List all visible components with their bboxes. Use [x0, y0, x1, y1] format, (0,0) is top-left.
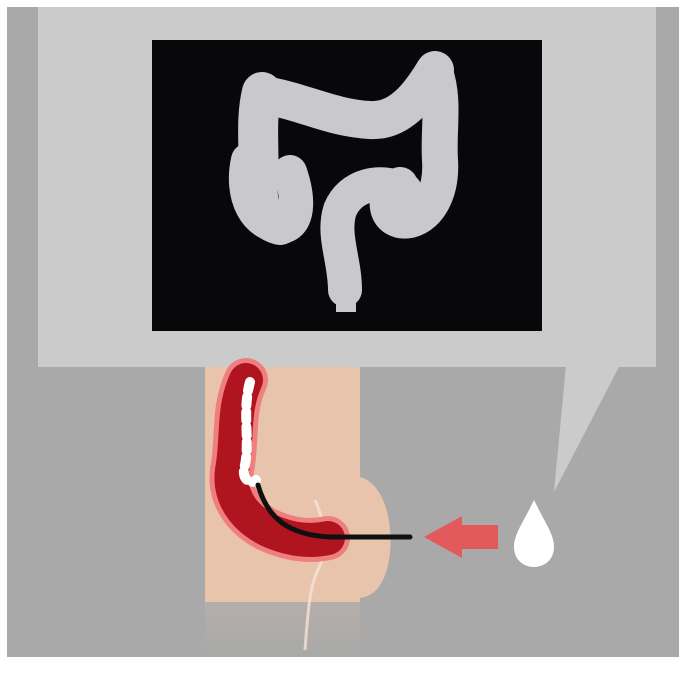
colon-rectum	[336, 280, 356, 312]
arrow-shaft	[460, 525, 498, 549]
